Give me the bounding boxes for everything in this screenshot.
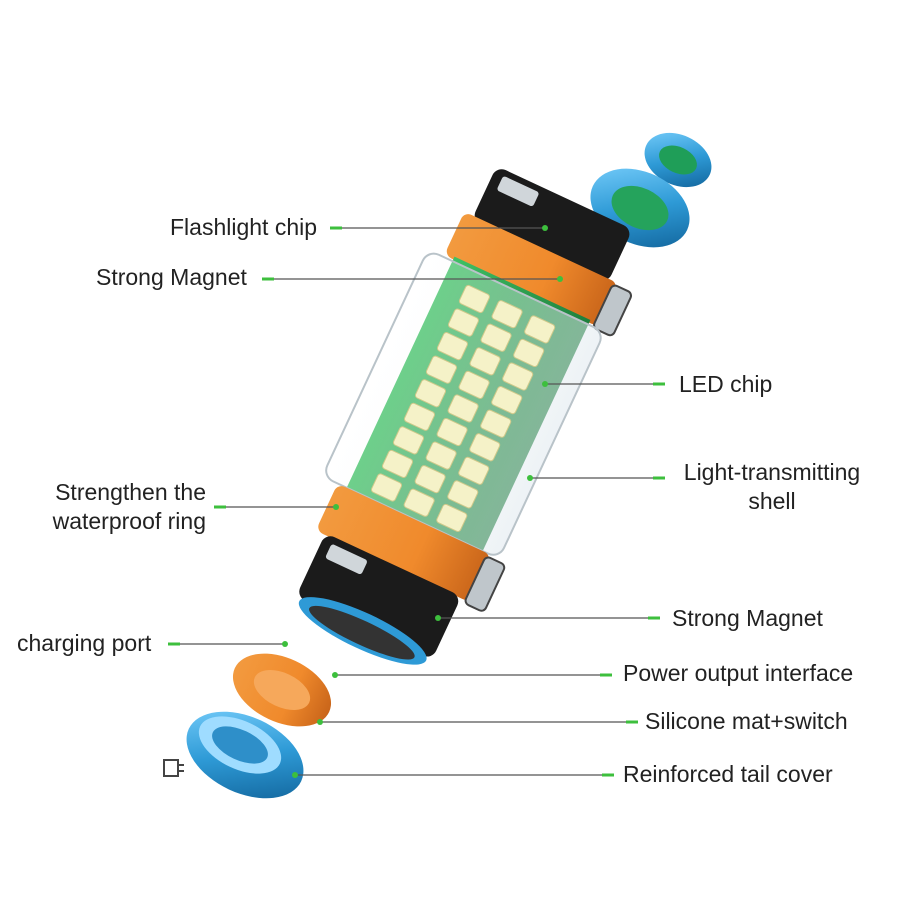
- leader-dot: [317, 719, 323, 725]
- label-power-output-interface: Power output interface: [623, 660, 854, 686]
- led-chip-cell: [414, 379, 447, 408]
- led-chip-cell: [403, 402, 436, 431]
- label-charging-port: charging port: [17, 630, 152, 656]
- led-chip-cell: [436, 332, 468, 361]
- leader-dot: [292, 772, 298, 778]
- label-strong-magnet-top: Strong Magnet: [96, 264, 247, 290]
- led-chip-cell: [392, 426, 425, 455]
- led-chip-cell: [480, 323, 512, 352]
- led-chip-cell: [425, 355, 457, 384]
- leader-dot: [542, 381, 548, 387]
- led-chip-cell: [414, 465, 446, 494]
- clip-icon: [163, 759, 184, 777]
- ring-line-1: Strengthen the: [55, 479, 206, 505]
- flashlight-body: [298, 169, 633, 665]
- leader-dot: [542, 225, 548, 231]
- led-grid: [371, 284, 556, 532]
- label-waterproof-ring: Strengthen the waterproof ring: [20, 478, 206, 536]
- leader-dot: [557, 276, 563, 282]
- label-led-chip: LED chip: [679, 371, 773, 397]
- led-chip-cell: [469, 347, 501, 376]
- label-flashlight-chip: Flashlight chip: [170, 214, 318, 240]
- label-strong-magnet-bottom: Strong Magnet: [672, 605, 823, 631]
- leader-dot: [332, 672, 338, 678]
- led-chip-cell: [403, 488, 435, 517]
- led-chip-cell: [371, 473, 403, 502]
- led-chip-cell: [436, 503, 468, 532]
- led-chip-cell: [491, 300, 523, 329]
- leader-dot: [333, 504, 339, 510]
- led-chip-cell: [447, 480, 479, 509]
- led-chip-cell: [458, 284, 490, 314]
- led-chip-cell: [381, 449, 414, 479]
- leader-dot: [527, 475, 533, 481]
- led-chip-cell: [480, 409, 512, 438]
- led-chip-cell: [491, 386, 523, 415]
- led-chip-cell: [425, 441, 457, 470]
- led-chip-cell: [447, 308, 479, 337]
- ring-line-2: waterproof ring: [52, 508, 206, 534]
- leader-lines: [168, 225, 665, 778]
- label-silicone-mat-switch: Silicone mat+switch: [645, 708, 848, 734]
- led-chip-cell: [513, 338, 545, 368]
- leader-dot: [435, 615, 441, 621]
- label-light-transmitting-shell: Light-transmitting shell: [676, 458, 868, 516]
- led-chip-cell: [502, 362, 534, 391]
- label-reinforced-tail-cover: Reinforced tail cover: [623, 761, 833, 787]
- led-chip-cell: [458, 370, 490, 399]
- led-chip-cell: [458, 456, 490, 485]
- led-chip-cell: [469, 433, 501, 462]
- tail-cover: [186, 711, 304, 799]
- shell-line-1: Light-transmitting: [683, 459, 861, 485]
- led-chip-cell: [436, 417, 468, 447]
- shell-line-2: shell: [748, 488, 796, 514]
- led-chip-cell: [524, 315, 556, 344]
- leader-dot: [282, 641, 288, 647]
- led-chip-cell: [447, 394, 479, 423]
